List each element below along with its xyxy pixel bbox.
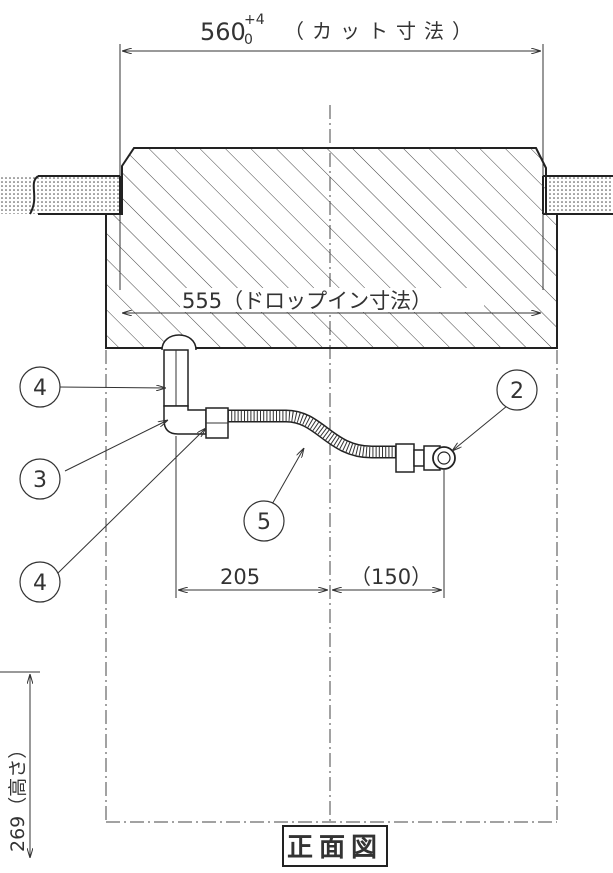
drop-in-dim-text: 555（ドロップイン寸法） xyxy=(182,289,432,313)
callout-2: 2 xyxy=(496,369,538,411)
cut-dimension: 560 +4 0 （カット寸法） xyxy=(119,12,544,290)
callout-4-top: 4 xyxy=(19,366,61,408)
svg-text:4: 4 xyxy=(33,571,47,596)
height-dimension: 269（高さ） xyxy=(0,671,40,858)
left-offset-label: 205 xyxy=(220,565,260,589)
view-title-text: 正面図 xyxy=(287,833,383,863)
height-label: 269（高さ） xyxy=(7,740,29,852)
offset-dimensions: 205 （150） xyxy=(175,436,445,598)
svg-text:3: 3 xyxy=(33,468,47,493)
hob-body xyxy=(105,147,558,349)
counter-top-right xyxy=(542,175,613,215)
svg-text:5: 5 xyxy=(257,510,271,535)
callout-4-bottom: 4 xyxy=(19,561,61,603)
drop-in-dimension: 555（ドロップイン寸法） xyxy=(122,288,541,313)
cut-dim-tol-lower: 0 xyxy=(244,32,253,48)
svg-text:4: 4 xyxy=(33,376,47,401)
gas-piping xyxy=(161,334,456,473)
right-offset-label: （150） xyxy=(350,565,432,589)
callout-5: 5 xyxy=(243,500,285,542)
cut-dim-value: 560 xyxy=(200,18,246,46)
cut-dim-tol-upper: +4 xyxy=(244,12,265,28)
callout-leaders xyxy=(57,387,508,574)
counter-top-left xyxy=(0,175,121,215)
callout-3: 3 xyxy=(19,458,61,500)
view-title: 正面図 xyxy=(282,825,388,867)
cut-dim-label: （カット寸法） xyxy=(284,19,480,43)
outline-frame xyxy=(105,350,558,823)
svg-text:2: 2 xyxy=(510,379,524,404)
